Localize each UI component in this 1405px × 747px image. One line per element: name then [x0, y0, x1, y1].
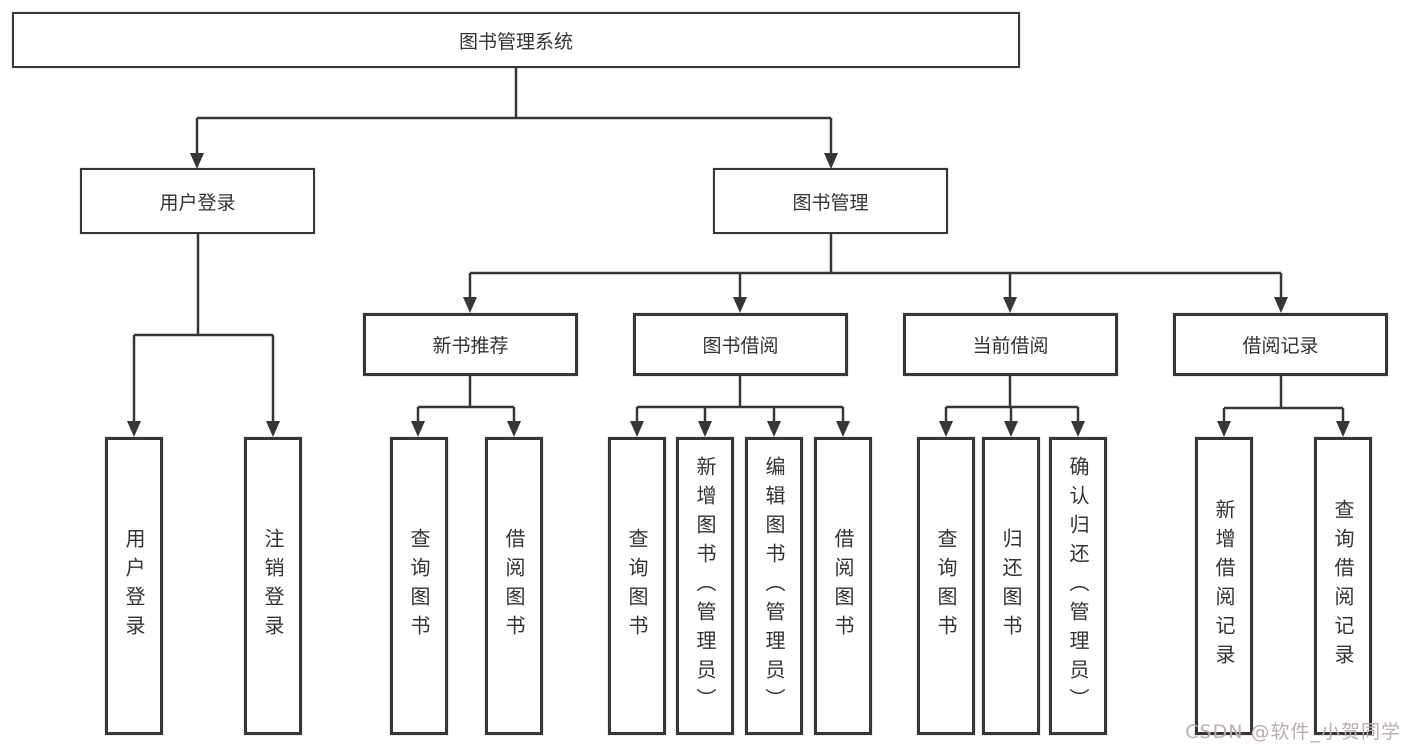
- csdn-watermark: CSDN @软件_小贺同学: [1185, 721, 1401, 743]
- node-new-book-recommend-label: 新书推荐: [432, 335, 509, 357]
- node-user-login: 用户登录: [80, 168, 315, 234]
- leaf-add-books-admin-label: 新增图书（管理员）: [693, 455, 717, 717]
- leaf-confirm-return-admin: 确认归还（管理员）: [1049, 437, 1107, 735]
- leaf-query-books-3-label: 查询图书: [934, 528, 958, 644]
- leaf-query-books-1: 查询图书: [390, 437, 448, 735]
- leaf-query-borrow-record-label: 查询借阅记录: [1331, 499, 1355, 673]
- leaf-user-login: 用户登录: [105, 437, 163, 735]
- node-current-borrow: 当前借阅: [903, 313, 1118, 376]
- leaf-query-books-2: 查询图书: [608, 437, 666, 735]
- leaf-confirm-return-admin-label: 确认归还（管理员）: [1066, 455, 1090, 717]
- leaf-add-books-admin: 新增图书（管理员）: [676, 437, 734, 735]
- node-borrow-records: 借阅记录: [1173, 313, 1388, 376]
- node-borrow-records-label: 借阅记录: [1242, 335, 1319, 357]
- node-user-login-label: 用户登录: [159, 191, 236, 214]
- node-current-borrow-label: 当前借阅: [972, 335, 1049, 357]
- node-root-label: 图书管理系统: [458, 30, 573, 53]
- leaf-add-borrow-record-label: 新增借阅记录: [1212, 499, 1236, 673]
- leaf-borrow-books-1-label: 借阅图书: [502, 528, 526, 644]
- node-book-borrow: 图书借阅: [633, 313, 848, 376]
- leaf-query-books-1-label: 查询图书: [407, 528, 431, 644]
- leaf-borrow-books-1: 借阅图书: [485, 437, 543, 735]
- leaf-edit-books-admin: 编辑图书（管理员）: [745, 437, 803, 735]
- leaf-query-books-2-label: 查询图书: [625, 528, 649, 644]
- leaf-query-borrow-record: 查询借阅记录: [1314, 437, 1372, 735]
- leaf-borrow-books-2-label: 借阅图书: [831, 528, 855, 644]
- leaf-query-books-3: 查询图书: [917, 437, 975, 735]
- node-new-book-recommend: 新书推荐: [363, 313, 578, 376]
- arrowheads: [127, 153, 1350, 437]
- leaf-add-borrow-record: 新增借阅记录: [1195, 437, 1253, 735]
- leaf-return-books: 归还图书: [982, 437, 1040, 735]
- leaf-logout-label: 注销登录: [261, 528, 285, 644]
- node-book-management-label: 图书管理: [792, 191, 869, 214]
- leaf-user-login-label: 用户登录: [122, 528, 146, 644]
- leaf-edit-books-admin-label: 编辑图书（管理员）: [762, 455, 786, 717]
- leaf-borrow-books-2: 借阅图书: [814, 437, 872, 735]
- leaf-return-books-label: 归还图书: [999, 528, 1023, 644]
- node-root: 图书管理系统: [12, 12, 1020, 68]
- leaf-logout: 注销登录: [244, 437, 302, 735]
- node-book-management: 图书管理: [713, 168, 948, 234]
- node-book-borrow-label: 图书借阅: [702, 335, 779, 357]
